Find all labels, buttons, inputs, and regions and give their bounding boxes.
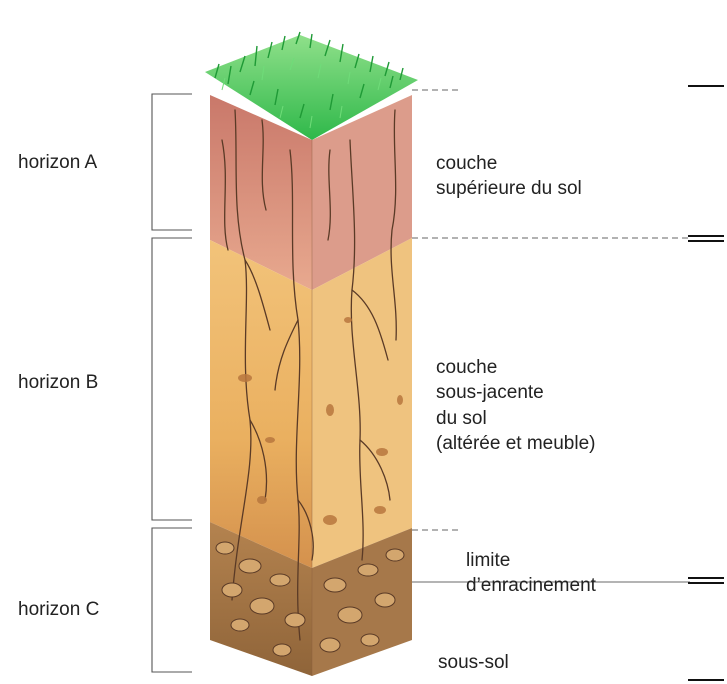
horizon-a-description: couche supérieure du sol: [436, 151, 582, 202]
horizon-b-description-line: sous-jacente: [436, 380, 595, 405]
horizon-b-description: couche sous-jacente du sol (altérée et m…: [436, 355, 595, 456]
horizon-a-description-line: supérieure du sol: [436, 176, 582, 201]
horizon-b-layer: [210, 240, 312, 568]
right-tick-marks: [688, 86, 724, 680]
horizon-a-description-line: couche: [436, 151, 582, 176]
horizon-a-label: horizon A: [18, 150, 97, 175]
horizon-brackets: [152, 94, 192, 672]
horizon-b-description-line: du sol: [436, 406, 595, 431]
root-limit-label: limite d’enracinement: [466, 548, 596, 599]
horizon-c-description: sous-sol: [438, 650, 509, 675]
horizon-b-description-line: (altérée et meuble): [436, 431, 595, 456]
horizon-b-description-line: couche: [436, 355, 595, 380]
horizon-b-label: horizon B: [18, 370, 98, 395]
root-limit-line-2: d’enracinement: [466, 573, 596, 598]
root-limit-line-1: limite: [466, 548, 596, 573]
horizon-c-label: horizon C: [18, 597, 99, 622]
